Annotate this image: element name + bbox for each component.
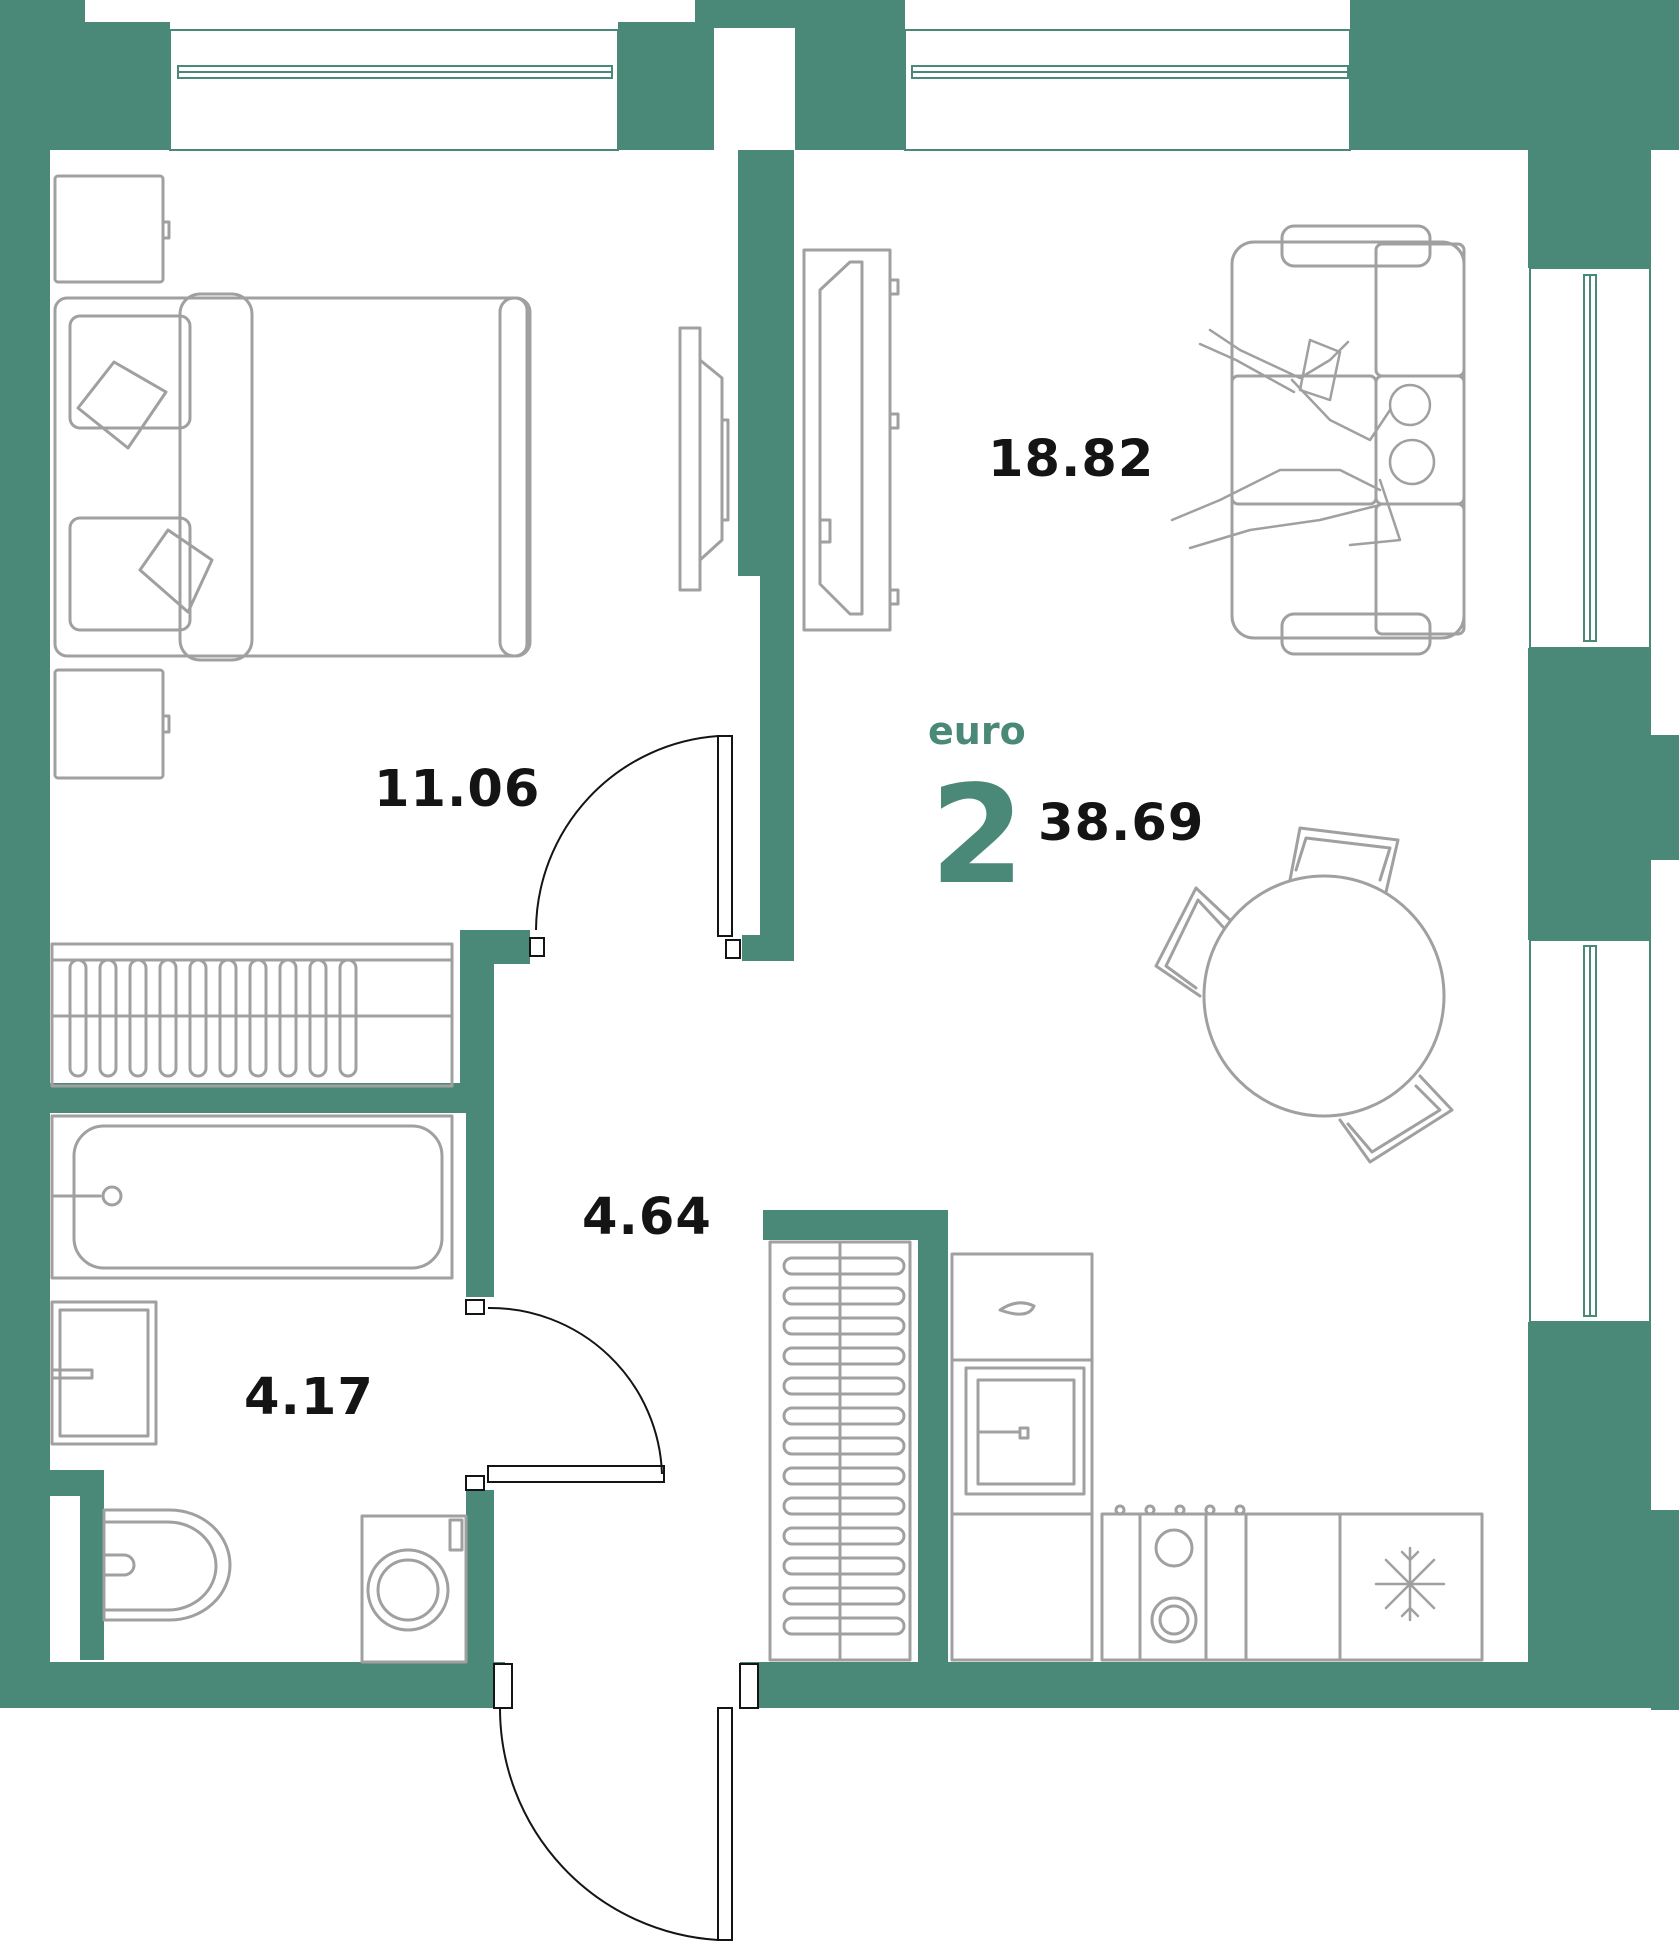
bathroom-area-label: 4.17 xyxy=(244,1368,374,1427)
room-count-label: 2 xyxy=(930,757,1025,915)
kitchen-counter xyxy=(1244,1512,1342,1662)
nightstand-icon xyxy=(53,174,171,780)
toilet-icon xyxy=(102,1508,232,1622)
washing-machine-icon xyxy=(360,1514,468,1664)
layout-type-label: euro xyxy=(928,709,1026,753)
bathtub-icon xyxy=(50,1114,454,1280)
people-icon xyxy=(1170,328,1436,550)
fridge-icon xyxy=(1338,1512,1484,1662)
stove-icon xyxy=(1100,1504,1248,1662)
sofa-icon xyxy=(1230,224,1466,656)
window-icon xyxy=(169,29,1651,1323)
kitchen-counter xyxy=(950,1252,1094,1662)
total-area-label: 38.69 xyxy=(1038,794,1205,853)
tv-icon xyxy=(678,326,730,592)
hallway-area-label: 4.64 xyxy=(582,1188,712,1247)
sink-icon xyxy=(50,1300,158,1446)
radiator-icon xyxy=(50,942,454,1088)
walls xyxy=(0,0,1679,1710)
tv-icon xyxy=(802,248,900,632)
dining-table-icon xyxy=(1154,826,1454,1164)
snowflake-icon xyxy=(1374,1546,1446,1622)
wardrobe-icon xyxy=(768,1240,912,1662)
bed-icon xyxy=(53,292,532,662)
living-area-label: 18.82 xyxy=(988,430,1155,489)
bedroom-area-label: 11.06 xyxy=(374,760,541,819)
sink-icon xyxy=(964,1366,1086,1496)
door-swing-icon xyxy=(465,735,759,1941)
